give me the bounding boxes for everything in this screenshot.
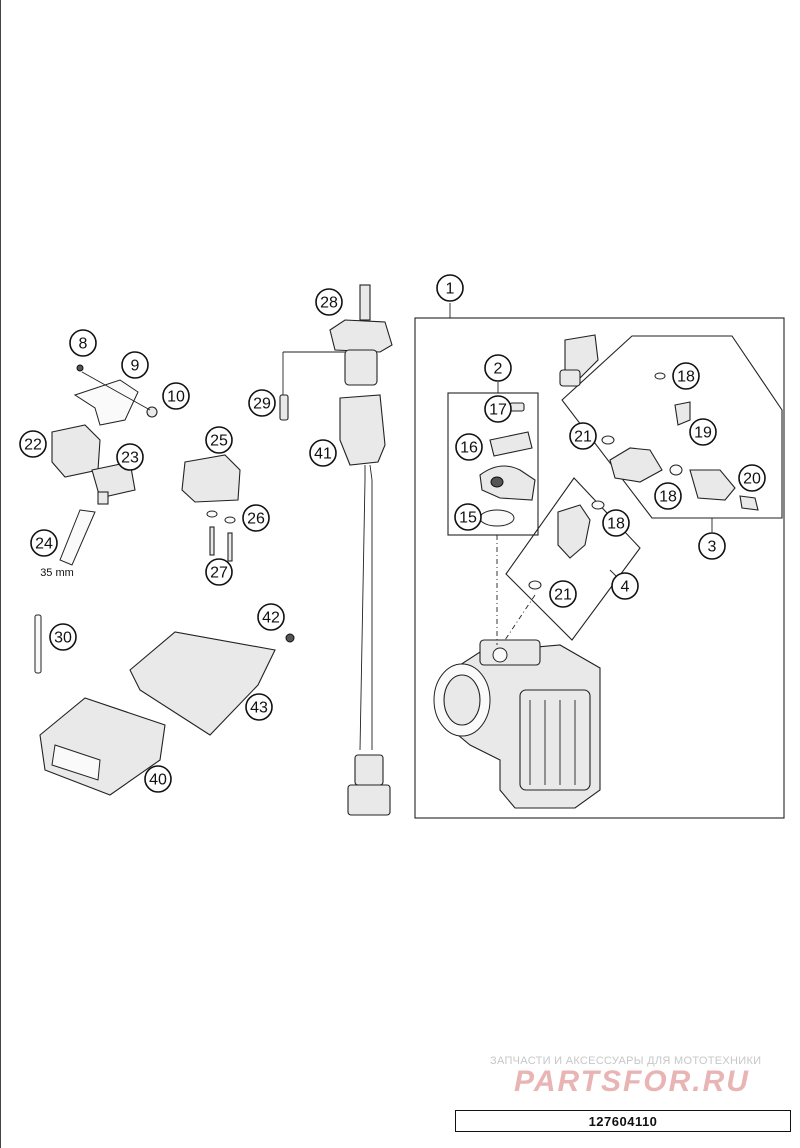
assembly-frame-1 bbox=[414, 303, 785, 819]
screw-29 bbox=[279, 394, 289, 421]
callout-42-label: 42 bbox=[262, 610, 280, 627]
callout-18c-label: 18 bbox=[607, 516, 625, 533]
callout-41-label: 41 bbox=[314, 446, 332, 463]
callout-43[interactable]: 43 bbox=[245, 693, 273, 721]
callout-1-label: 1 bbox=[446, 281, 455, 298]
callout-24-label: 24 bbox=[35, 536, 53, 553]
callout-40[interactable]: 40 bbox=[144, 765, 172, 793]
screw-axis-8 bbox=[81, 371, 151, 411]
callout-41[interactable]: 41 bbox=[309, 439, 337, 467]
drawing-number-box: 127604110 bbox=[455, 1110, 791, 1132]
washers-26 bbox=[206, 510, 236, 524]
assembly-frame-2 bbox=[447, 382, 539, 536]
callout-21a[interactable]: 21 bbox=[569, 422, 597, 450]
callout-20-label: 20 bbox=[743, 471, 761, 488]
callout-10[interactable]: 10 bbox=[162, 382, 190, 410]
callout-10-label: 10 bbox=[167, 389, 185, 406]
hose-dimension-label: 35 mm bbox=[40, 567, 74, 579]
callout-9[interactable]: 9 bbox=[121, 351, 149, 379]
callout-42[interactable]: 42 bbox=[257, 603, 285, 631]
callout-2-label: 2 bbox=[494, 361, 503, 378]
callout-23[interactable]: 23 bbox=[116, 443, 144, 471]
callout-27-label: 27 bbox=[210, 565, 228, 582]
callout-30-label: 30 bbox=[54, 630, 72, 647]
cable-harness bbox=[359, 465, 366, 751]
sensor-23 bbox=[91, 461, 136, 505]
callout-26-label: 26 bbox=[247, 511, 265, 528]
drawing-number: 127604110 bbox=[588, 1113, 658, 1129]
callout-29-label: 29 bbox=[253, 396, 271, 413]
callout-28[interactable]: 28 bbox=[315, 288, 343, 316]
plug-connector bbox=[347, 754, 391, 816]
callout-26[interactable]: 26 bbox=[242, 504, 270, 532]
callout-19[interactable]: 19 bbox=[689, 418, 717, 446]
callout-25-label: 25 bbox=[210, 433, 228, 450]
callout-2[interactable]: 2 bbox=[484, 354, 512, 382]
callout-43-label: 43 bbox=[250, 700, 268, 717]
callout-28-label: 28 bbox=[320, 295, 338, 312]
callout-9-label: 9 bbox=[131, 358, 140, 375]
callout-15-label: 15 bbox=[459, 510, 477, 527]
callout-4-label: 4 bbox=[621, 579, 630, 596]
callout-3-label: 3 bbox=[708, 539, 717, 556]
ecu-40 bbox=[39, 697, 166, 796]
hose-24 bbox=[59, 509, 96, 566]
sensor-assembly-2-parts bbox=[479, 402, 536, 527]
watermark-logo: PARTSFOR.RU bbox=[514, 1065, 750, 1098]
callout-30[interactable]: 30 bbox=[49, 623, 77, 651]
callout-18b-label: 18 bbox=[659, 489, 677, 506]
sensor-28 bbox=[329, 284, 393, 386]
callout-22[interactable]: 22 bbox=[19, 430, 47, 458]
callout-8-label: 8 bbox=[79, 336, 88, 353]
watermark-logo-text: PARTSFOR.RU bbox=[514, 1065, 750, 1098]
cable-harness-2 bbox=[369, 464, 373, 750]
watermark-caption: ЗАПЧАСТИ И АКСЕССУАРЫ ДЛЯ МОТОТЕХНИКИ bbox=[490, 1055, 762, 1067]
cable-tie-30 bbox=[34, 614, 42, 674]
sensor-22 bbox=[51, 424, 101, 478]
injector-assembly-4-parts bbox=[528, 500, 605, 590]
callout-40-label: 40 bbox=[149, 772, 167, 789]
callout-1[interactable]: 1 bbox=[436, 274, 464, 302]
callout-4[interactable]: 4 bbox=[611, 572, 639, 600]
assembly-axis-4 bbox=[504, 594, 536, 641]
callout-17[interactable]: 17 bbox=[484, 395, 512, 423]
callout-22-label: 22 bbox=[24, 437, 42, 454]
callout-15[interactable]: 15 bbox=[454, 503, 482, 531]
ecu-bracket-43 bbox=[129, 631, 276, 736]
callout-19-label: 19 bbox=[694, 425, 712, 442]
callout-21b-label: 21 bbox=[554, 587, 572, 604]
callout-20[interactable]: 20 bbox=[738, 464, 766, 492]
assembly-frame-3 bbox=[561, 335, 783, 532]
callout-18a-label: 18 bbox=[677, 369, 695, 386]
callout-21b[interactable]: 21 bbox=[549, 580, 577, 608]
callout-24[interactable]: 24 bbox=[30, 529, 58, 557]
screw-8 bbox=[76, 364, 84, 372]
callout-8[interactable]: 8 bbox=[69, 329, 97, 357]
page-left-border bbox=[0, 0, 1, 1148]
callout-18a[interactable]: 18 bbox=[672, 362, 700, 390]
callout-16[interactable]: 16 bbox=[455, 433, 483, 461]
callout-27[interactable]: 27 bbox=[205, 558, 233, 586]
callout-16-label: 16 bbox=[460, 440, 478, 457]
connector-41 bbox=[339, 394, 386, 466]
injector-assembly-3-parts bbox=[559, 334, 759, 511]
callout-18b[interactable]: 18 bbox=[654, 482, 682, 510]
callout-29[interactable]: 29 bbox=[248, 389, 276, 417]
nut-10 bbox=[146, 406, 158, 418]
callout-25[interactable]: 25 bbox=[205, 426, 233, 454]
screw-42 bbox=[285, 633, 295, 643]
callout-3[interactable]: 3 bbox=[698, 532, 726, 560]
callout-18c[interactable]: 18 bbox=[602, 509, 630, 537]
callout-21a-label: 21 bbox=[574, 429, 592, 446]
callout-23-label: 23 bbox=[121, 450, 139, 467]
callout-17-label: 17 bbox=[489, 402, 507, 419]
relay-25 bbox=[181, 454, 241, 503]
assembly-frame-4 bbox=[505, 477, 641, 641]
sensor-bracket-9 bbox=[73, 379, 139, 426]
throttle-body bbox=[433, 639, 601, 809]
bolts-27 bbox=[209, 526, 233, 562]
